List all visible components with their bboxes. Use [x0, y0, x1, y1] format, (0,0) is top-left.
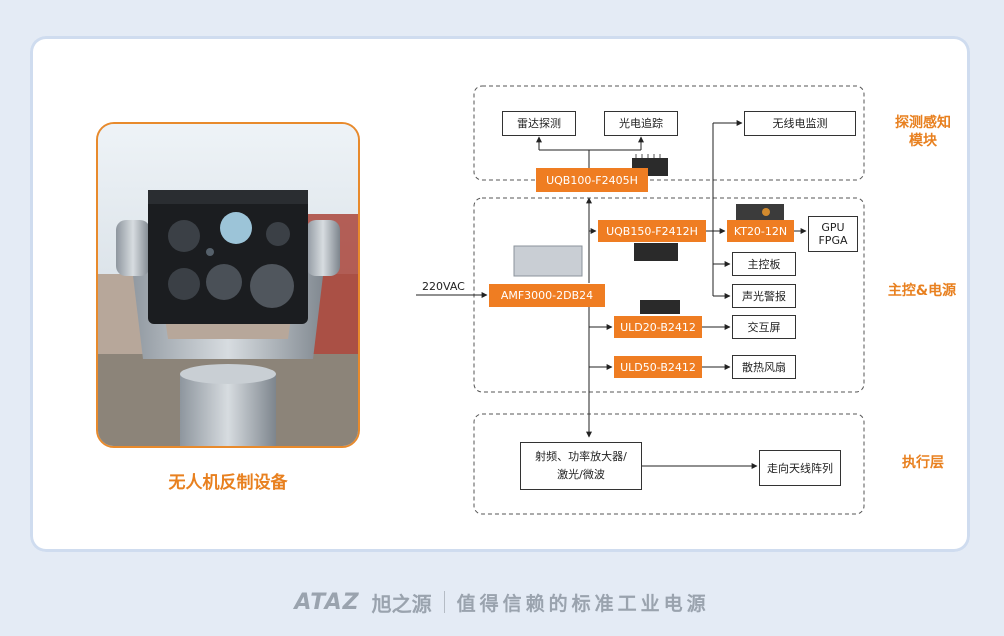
brand-name: 旭之源 — [371, 591, 432, 616]
device-caption: 无人机反制设备 — [168, 473, 288, 493]
node-radar: 雷达探测 — [502, 111, 576, 136]
section-sensing-label: 探测感知 模块 — [895, 115, 951, 149]
node-amf3000: AMF3000-2DB24 — [489, 284, 605, 307]
node-optical: 光电追踪 — [604, 111, 678, 136]
node-fan: 散热风扇 — [732, 355, 796, 379]
node-gpu-fpga: GPU FPGA — [808, 216, 858, 252]
input-voltage-label: 220VAC — [422, 280, 465, 293]
node-uqb150: UQB150-F2412H — [598, 220, 706, 242]
section-control-label: 主控&电源 — [887, 283, 957, 299]
uld20-module-image — [640, 300, 680, 314]
node-uqb100: UQB100-F2405H — [536, 168, 648, 192]
device-illustration — [98, 124, 358, 446]
ataz-logo: ATAZ — [294, 589, 360, 615]
uqb150-module-image — [634, 243, 678, 261]
node-hmi: 交互屏 — [732, 315, 796, 339]
node-kt20: KT20-12N — [727, 220, 794, 242]
footer-brand: ATAZ 旭之源 值得信赖的标准工业电源 — [0, 584, 1004, 620]
section-exec-label: 执行层 — [902, 455, 944, 471]
frame-exec — [473, 413, 865, 515]
node-wireless: 无线电监测 — [744, 111, 856, 136]
node-alarm: 声光警报 — [732, 284, 796, 308]
node-mainboard: 主控板 — [732, 252, 796, 276]
node-antenna-array: 走向天线阵列 — [759, 450, 841, 486]
amf3000-psu-image — [513, 245, 583, 277]
brand-slogan: 值得信赖的标准工业电源 — [456, 592, 710, 615]
node-rf-amplifier: 射频、功率放大器/ 激光/微波 — [520, 442, 642, 490]
node-uld50: ULD50-B2412 — [614, 356, 702, 378]
kt20-board-image — [736, 204, 784, 220]
node-uld20: ULD20-B2412 — [614, 316, 702, 338]
footer-divider — [443, 591, 445, 613]
device-photo — [96, 122, 360, 448]
